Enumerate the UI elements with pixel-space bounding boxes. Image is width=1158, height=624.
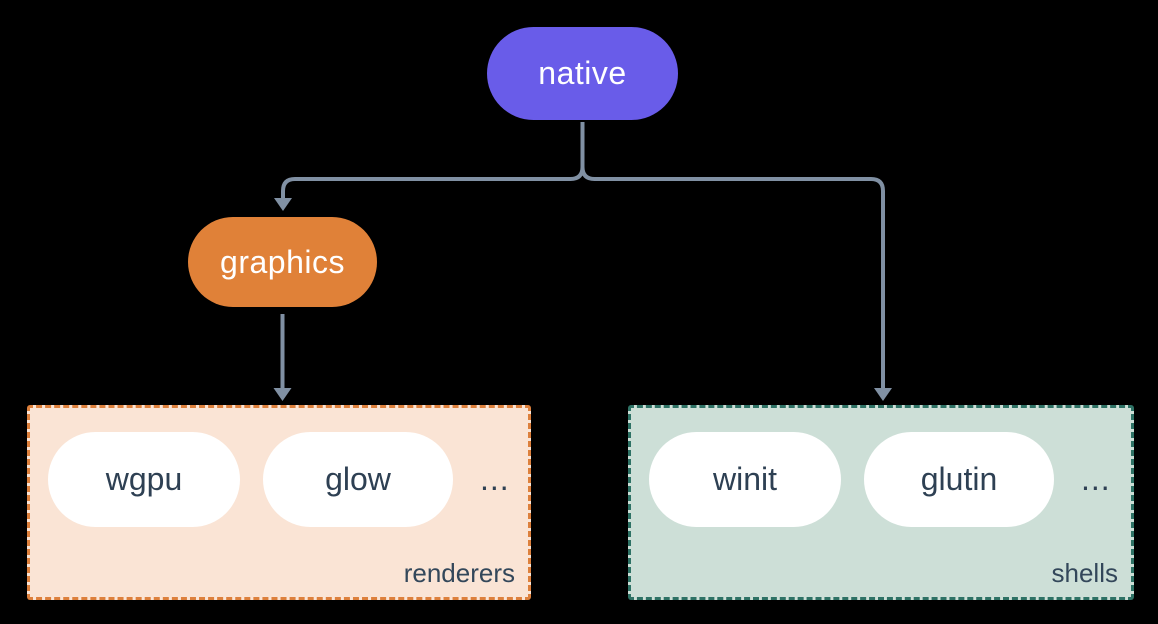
edge-native-to-shells [580, 122, 885, 389]
renderers-group-label: renderers [403, 558, 515, 588]
group-renderers: wgpu glow ... renderers [27, 405, 531, 600]
group-shells: winit glutin ... shells [628, 405, 1134, 600]
node-native: native [487, 27, 678, 120]
node-glutin: glutin [864, 432, 1054, 527]
node-graphics: graphics [188, 217, 377, 307]
node-wgpu: wgpu [48, 432, 240, 527]
node-winit: winit [649, 432, 841, 527]
arrowhead-renderers [273, 388, 292, 401]
arrowhead-shells [874, 388, 892, 401]
arrowhead-graphics [274, 198, 292, 211]
node-glow: glow [263, 432, 453, 527]
shells-group-label: shells [1051, 558, 1118, 588]
edge-native-to-graphics [281, 122, 585, 200]
renderers-ellipsis: ... [480, 461, 510, 497]
shells-ellipsis: ... [1081, 461, 1111, 497]
